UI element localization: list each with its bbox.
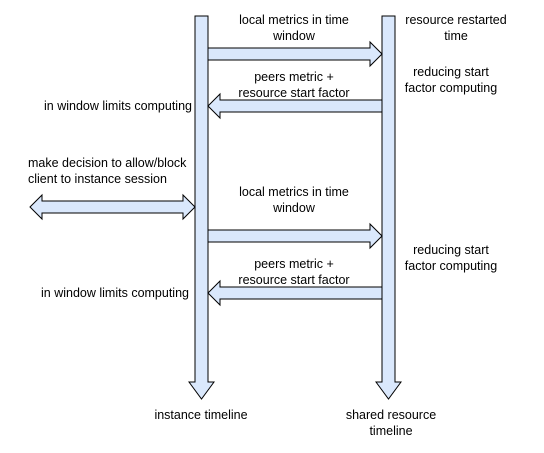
local-metrics-label-2-line1: local metrics in time <box>239 185 349 199</box>
resource-restarted-line1: resource restarted <box>405 13 507 27</box>
local-metrics-label-1-line2: window <box>273 29 315 43</box>
reducing-start-note-1: reducing start factor computing <box>405 64 497 96</box>
client-session-arrow <box>29 193 196 221</box>
local-metrics-label-2-line2: window <box>273 201 315 215</box>
window-limits-note-2: in window limits computing <box>41 286 189 300</box>
peers-metric-label-1-line1: peers metric + <box>254 70 334 84</box>
peers-metric-label-2-line1: peers metric + <box>254 257 334 271</box>
local-metrics-label-2: local metrics in time window <box>239 184 349 216</box>
window-limits-note-1: in window limits computing <box>44 99 192 113</box>
shared-resource-timeline-line1: shared resource <box>345 408 437 422</box>
peers-metric-label-1: peers metric + resource start factor <box>238 69 349 101</box>
make-decision-line1: make decision to allow/block <box>28 156 187 170</box>
local-metrics-arrow-1 <box>207 40 383 68</box>
resource-restarted-note: resource restarted time <box>405 12 506 44</box>
reducing-start-note-2: reducing start factor computing <box>405 242 497 274</box>
reducing-start-2-line1: reducing start <box>413 243 489 257</box>
reducing-start-2-line2: factor computing <box>404 259 498 273</box>
peers-metric-label-2: peers metric + resource start factor <box>238 256 349 288</box>
peers-metric-arrow-1 <box>207 92 383 120</box>
local-metrics-arrow-2 <box>207 222 383 250</box>
local-metrics-label-1: local metrics in time window <box>239 12 349 44</box>
peers-metric-label-2-line2: resource start factor <box>238 273 350 287</box>
instance-timeline-label: instance timeline <box>154 407 247 423</box>
resource-restarted-line2: time <box>444 29 468 43</box>
shared-resource-timeline-arrow <box>375 15 402 400</box>
shared-resource-timeline-line2: timeline <box>369 424 413 438</box>
peers-metric-label-1-line2: resource start factor <box>238 86 350 100</box>
local-metrics-label-1-line1: local metrics in time <box>239 13 349 27</box>
make-decision-line2: client to instance session <box>28 172 167 186</box>
instance-timeline-label-line1: instance timeline <box>154 408 248 422</box>
reducing-start-1-line2: factor computing <box>404 81 498 95</box>
peers-metric-arrow-2 <box>207 279 383 307</box>
reducing-start-1-line1: reducing start <box>413 65 489 79</box>
shared-resource-timeline-label: shared resource timeline <box>346 407 436 439</box>
make-decision-note: make decision to allow/block client to i… <box>28 155 186 187</box>
instance-timeline-arrow <box>188 15 215 400</box>
